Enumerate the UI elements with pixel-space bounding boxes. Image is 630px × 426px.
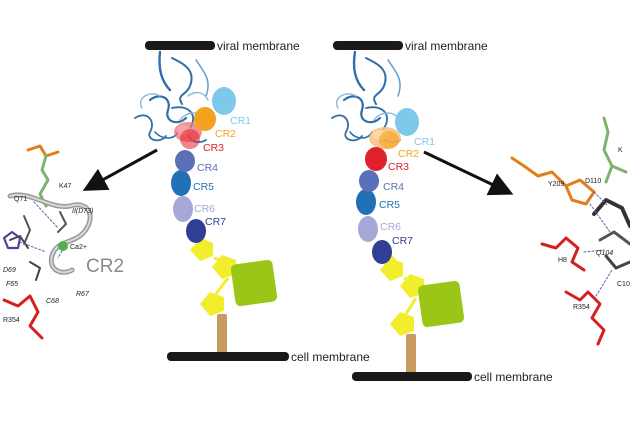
linker-segment-left-2 — [213, 256, 227, 264]
cr4-domain-right — [359, 170, 379, 192]
cr5-label-left: CR5 — [193, 181, 214, 193]
cr3-domain-left — [180, 129, 200, 149]
right-inset-structure — [510, 116, 630, 346]
viral-membrane-bar-right — [333, 41, 403, 50]
cr7-label-left: CR7 — [205, 216, 226, 228]
right-residue-c10: C10 — [617, 281, 630, 288]
left-inset-structure — [2, 144, 93, 340]
cr3-label-right: CR3 — [388, 161, 409, 173]
cr5-label-right: CR5 — [379, 199, 400, 211]
cr1-domain-right — [395, 108, 419, 136]
left-residue-c68: C68 — [46, 298, 59, 305]
left-residue-r354: R354 — [3, 317, 20, 324]
cr1-label-right: CR1 — [414, 136, 435, 148]
cr3-label-left: CR3 — [203, 142, 224, 154]
cr7-domain-left — [186, 219, 206, 243]
right-residue-q104: Q104 — [596, 250, 613, 257]
left-residue-f65: F65 — [6, 281, 18, 288]
cell-membrane-label-right: cell membrane — [474, 370, 553, 384]
zoom-arrow-left — [82, 148, 158, 191]
cr2-label-right: CR2 — [398, 148, 419, 160]
left-residue-q71: Q71 — [14, 196, 27, 203]
o-linked-stalk-left — [217, 314, 227, 356]
right-residue-y209: Y209 — [548, 181, 564, 188]
cr5-domain-left — [171, 170, 191, 196]
left-residue-d73: II(D73) — [72, 208, 93, 215]
cr6-label-left: CR6 — [194, 203, 215, 215]
calcium-ion — [58, 241, 68, 251]
cr2-domain-right — [379, 131, 399, 149]
left-assembly: viral membrane — [134, 39, 370, 364]
right-assembly: viral membrane — [331, 39, 553, 384]
cr4-domain-left — [175, 150, 195, 172]
right-residue-k: K — [618, 147, 623, 154]
cr4-label-right: CR4 — [383, 181, 404, 193]
viral-membrane-label-right: viral membrane — [405, 39, 488, 53]
linker-segment-right-3 — [404, 297, 418, 315]
cr7-domain-right — [372, 240, 392, 264]
cr2-domain-left — [194, 107, 216, 131]
linker-segment-right-2 — [403, 276, 415, 284]
cr6-domain-right — [358, 216, 378, 242]
cr3-domain-right — [365, 147, 387, 171]
left-residue-k47: K47 — [59, 183, 72, 190]
left-residue-d69: D69 — [3, 267, 16, 274]
beta-propeller-box-right — [417, 280, 465, 328]
cr6-domain-left — [173, 196, 193, 222]
cr1-domain-left — [212, 87, 236, 115]
cr5-domain-right — [356, 189, 376, 215]
cell-membrane-label-left: cell membrane — [291, 350, 370, 364]
viral-membrane-bar-left — [145, 41, 215, 50]
left-residue-r67: R67 — [76, 291, 90, 298]
beta-propeller-box-left — [230, 259, 278, 307]
viral-membrane-label-left: viral membrane — [217, 39, 300, 53]
right-residue-r354: R354 — [573, 304, 590, 311]
cell-membrane-bar-right — [352, 372, 472, 381]
right-residue-h8: H8 — [558, 257, 567, 264]
calcium-ion-label: Ca2+ — [70, 244, 87, 251]
cr2-label-left: CR2 — [215, 128, 236, 140]
cr1-label-left: CR1 — [230, 115, 251, 127]
cr6-label-right: CR6 — [380, 221, 401, 233]
cell-membrane-bar-left — [167, 352, 289, 361]
o-linked-stalk-right — [406, 334, 416, 376]
right-residue-d110: D110 — [585, 178, 601, 185]
zoom-arrow-right — [423, 150, 514, 196]
linker-chain-right — [380, 258, 424, 336]
cr7-label-right: CR7 — [392, 235, 413, 247]
cr4-label-left: CR4 — [197, 162, 218, 174]
linker-chain-left — [190, 238, 236, 316]
left-inset-title: CR2 — [86, 256, 124, 277]
linker-segment-left-3 — [214, 277, 230, 295]
